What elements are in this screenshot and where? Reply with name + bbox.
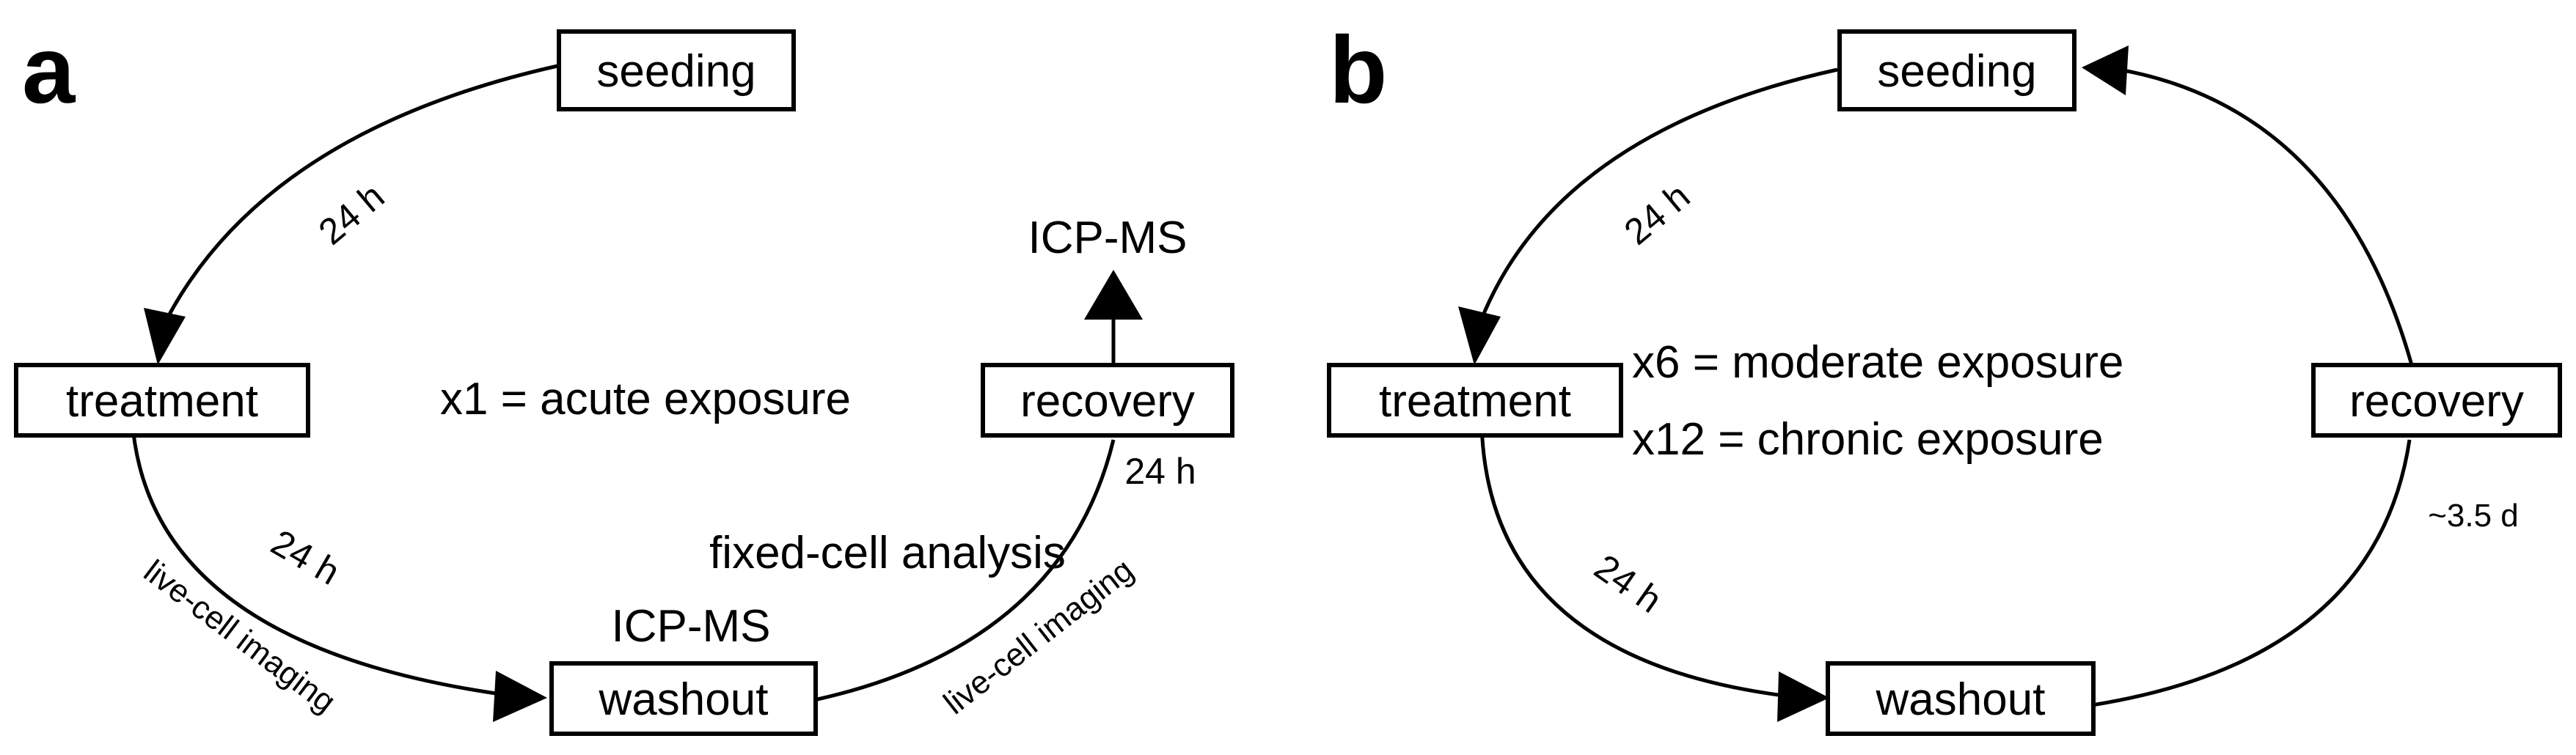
panel-a: a seeding treatment recovery washout 24 … xyxy=(14,16,1234,736)
arrowhead-washout xyxy=(493,671,547,722)
washout-to-recovery-duration-a: 24 h xyxy=(1124,451,1196,492)
node-seeding-b: seeding xyxy=(1837,29,2076,111)
svg-text:treatment: treatment xyxy=(1379,376,1571,427)
arrow-washout-to-recovery-b xyxy=(2091,439,2412,707)
seed-to-treatment-duration-b: 24 h xyxy=(1617,175,1698,252)
svg-text:treatment: treatment xyxy=(66,376,258,427)
node-treatment-a: treatment xyxy=(14,363,310,438)
node-seeding-a: seeding xyxy=(557,29,796,111)
recovery-icpms-label: ICP-MS xyxy=(1028,213,1188,263)
arrow-seeding-to-treatment-b xyxy=(1478,67,1838,323)
svg-text:washout: washout xyxy=(599,674,769,725)
panel-b-label: b xyxy=(1329,16,1387,123)
chronic-exposure-label: x12 = chronic exposure xyxy=(1632,414,2104,465)
arrow-recovery-to-seeding-b xyxy=(2119,67,2414,366)
svg-text:seeding: seeding xyxy=(596,46,755,97)
arrowhead-seeding-b xyxy=(2082,45,2129,95)
washout-analysis-line-1: fixed-cell analysis xyxy=(709,528,1066,578)
node-treatment-b: treatment xyxy=(1327,363,1623,438)
svg-text:recovery: recovery xyxy=(2349,376,2524,427)
node-washout-b: washout xyxy=(1826,661,2096,736)
panel-b: b seeding treatment recovery washout 24 … xyxy=(1327,16,2562,736)
arrow-washout-to-recovery xyxy=(813,439,1116,702)
acute-exposure-label: x1 = acute exposure xyxy=(440,374,851,424)
svg-text:seeding: seeding xyxy=(1877,46,2036,97)
node-recovery-b: recovery xyxy=(2311,363,2562,438)
arrow-treatment-to-washout-b xyxy=(1479,424,1790,699)
arrowhead-icpms xyxy=(1084,270,1143,320)
svg-text:washout: washout xyxy=(1876,674,2046,725)
arrowhead-washout-b xyxy=(1777,671,1829,722)
panel-a-label: a xyxy=(22,16,76,123)
svg-text:recovery: recovery xyxy=(1020,376,1195,427)
washout-analysis-line-2: ICP-MS xyxy=(612,601,771,652)
recovery-duration-b: ~3.5 d xyxy=(2428,498,2519,534)
node-recovery-a: recovery xyxy=(981,363,1234,438)
node-washout-a: washout xyxy=(549,661,818,736)
moderate-exposure-label: x6 = moderate exposure xyxy=(1632,337,2123,388)
arrow-seeding-to-treatment xyxy=(163,64,558,324)
arrow-treatment-to-washout xyxy=(130,417,507,697)
seed-to-treatment-duration-a: 24 h xyxy=(311,175,392,252)
arrowhead-treatment xyxy=(144,308,186,365)
treatment-to-washout-duration-a: 24 h xyxy=(264,522,346,593)
arrowhead-treatment-b xyxy=(1458,306,1501,365)
treatment-to-washout-duration-b: 24 h xyxy=(1587,546,1669,621)
